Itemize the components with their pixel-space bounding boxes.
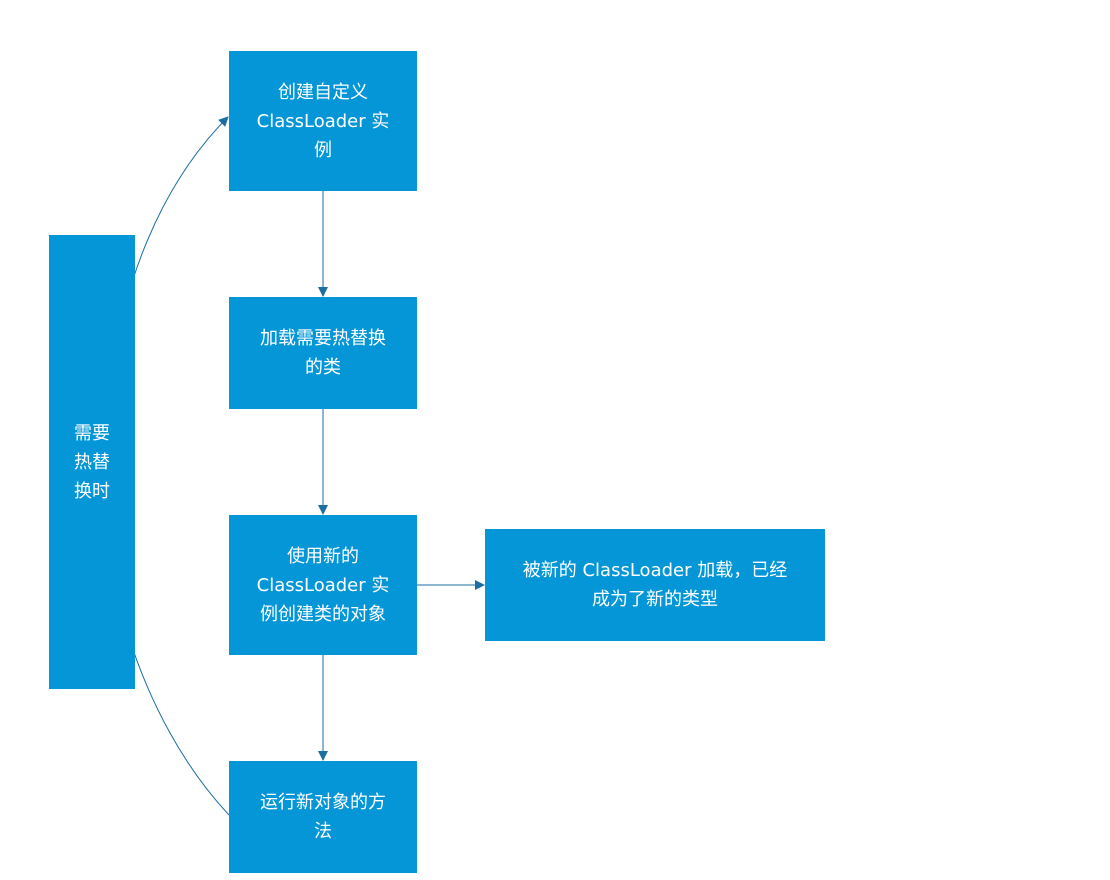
hot-swap-condition-box: 需要 热替 换时 bbox=[49, 235, 135, 689]
step-create-classloader: 创建自定义 ClassLoader 实 例 bbox=[229, 51, 417, 191]
step-run-method: 运行新对象的方 法 bbox=[229, 761, 417, 873]
note-new-type-box: 被新的 ClassLoader 加载，已经 成为了新的类型 bbox=[485, 529, 825, 641]
step-load-class: 加载需要热替换 的类 bbox=[229, 297, 417, 409]
step-create-object: 使用新的 ClassLoader 实 例创建类的对象 bbox=[229, 515, 417, 655]
